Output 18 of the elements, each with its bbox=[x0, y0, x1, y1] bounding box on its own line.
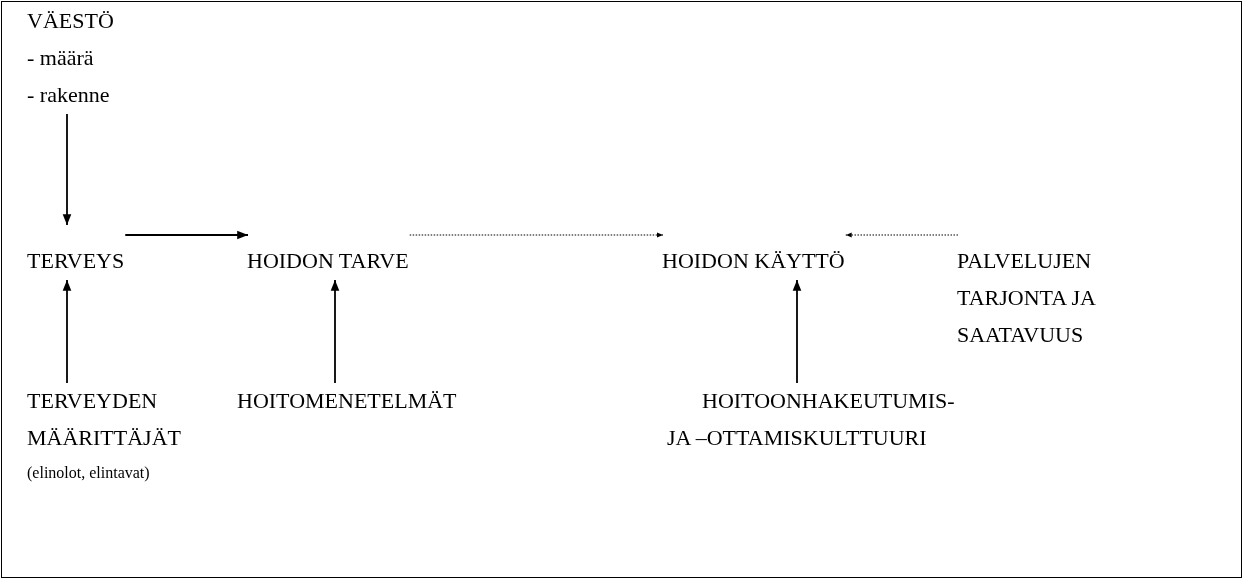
arrow bbox=[62, 279, 72, 384]
label-text: PALVELUJEN TARJONTA JA SAATAVUUS bbox=[957, 247, 1097, 349]
label-text: VÄESTÖ bbox=[27, 7, 115, 35]
label-text: TERVEYDEN MÄÄRITTÄJÄT bbox=[27, 387, 182, 452]
label-text: - rakenne bbox=[27, 81, 111, 109]
label-text: HOIDON KÄYTTÖ bbox=[662, 247, 845, 275]
label-text: HOITOONHAKEUTUMIS- JA –OTTAMISKULTTUURI bbox=[667, 387, 956, 452]
arrow bbox=[409, 232, 664, 238]
label-text: TERVEYS bbox=[27, 247, 125, 275]
arrow bbox=[62, 113, 72, 226]
label-text: HOITOMENETELMÄT bbox=[237, 387, 457, 415]
note-text: (elinolot, elintavat) bbox=[27, 463, 151, 484]
arrow bbox=[124, 230, 249, 240]
label-text: - määrä bbox=[27, 44, 95, 72]
arrow bbox=[845, 232, 959, 238]
label-text: HOIDON TARVE bbox=[247, 247, 409, 275]
arrow bbox=[792, 279, 802, 384]
arrow bbox=[330, 279, 340, 384]
